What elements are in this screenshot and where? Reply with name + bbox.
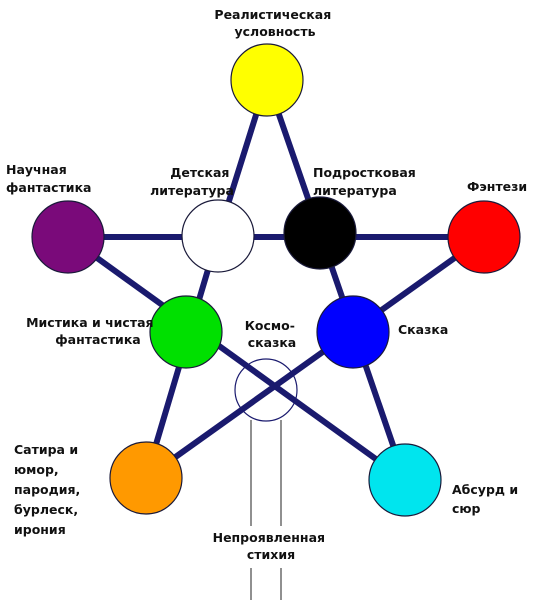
label-scifi: Научная фантастика [6, 162, 92, 195]
label-teen: Подростковая литература [313, 165, 420, 198]
node-teen [283, 196, 357, 270]
label-children: Детская литература [150, 165, 234, 198]
node-fantasy [447, 200, 521, 274]
node-cosmo [234, 358, 298, 422]
label-mysticism: Мистика и чистая фантастика [26, 315, 158, 347]
edges [65, 77, 487, 483]
nodes [31, 43, 521, 517]
node-scifi [31, 200, 105, 274]
label-absurd: Абсурд и сюр [452, 482, 522, 516]
label-cosmo: Космо- сказка [245, 318, 300, 350]
label-unmanifested: Непроявленная стихия [213, 530, 330, 562]
label-realistic: Реалистическая условность [214, 7, 335, 39]
labels: Реалистическая условность Научная фантас… [6, 7, 527, 562]
unmanifested-stem [250, 420, 282, 600]
edge-fantasy-satire [143, 234, 487, 481]
node-realistic [230, 43, 304, 117]
node-mysticism [149, 295, 223, 369]
label-fantasy: Фэнтези [467, 179, 527, 194]
node-satire [109, 441, 183, 515]
node-children [181, 199, 255, 273]
node-absurd [368, 443, 442, 517]
edge-scifi-absurd [65, 234, 408, 483]
node-fairytale [316, 295, 390, 369]
label-satire: Сатира и юмор, пародия, бурлеск, ирония [14, 442, 85, 537]
label-fairytale: Сказка [398, 322, 448, 337]
